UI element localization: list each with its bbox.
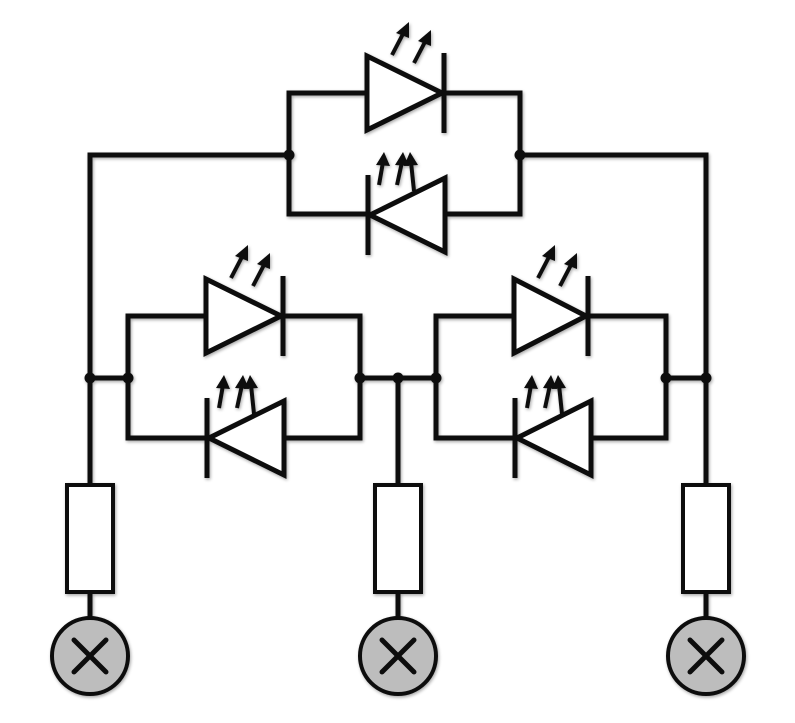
junction-right-pair-out <box>660 372 672 384</box>
terminal-left <box>50 616 130 696</box>
resistor-right <box>681 483 731 594</box>
junction-right-bus <box>700 372 712 384</box>
junction-center <box>392 372 404 384</box>
emission-arrows-icon <box>524 375 566 415</box>
led-top-forward <box>364 22 448 135</box>
wire-left-pair-frame-right <box>279 313 363 441</box>
emission-arrows-icon <box>229 245 270 287</box>
emission-arrows-icon <box>390 22 431 64</box>
x-icon <box>71 637 109 675</box>
led-top-reverse <box>364 152 448 257</box>
x-icon <box>687 637 725 675</box>
junctions <box>84 149 712 384</box>
resistor-center <box>373 483 423 594</box>
wire-right-pair-frame-right <box>585 313 669 441</box>
led-right-reverse <box>511 375 594 480</box>
terminal-center <box>358 616 438 696</box>
resistor-left <box>65 483 115 594</box>
junction-left-pair-in <box>122 372 134 384</box>
junction-top-left <box>283 149 295 161</box>
wire-top-pair-upper <box>286 90 370 158</box>
junction-top-right <box>514 149 526 161</box>
emission-arrows-icon <box>216 375 258 415</box>
junction-left-pair-out <box>354 372 366 384</box>
junction-right-pair-in <box>430 372 442 384</box>
terminal-right <box>666 616 746 696</box>
wire-left-pair-frame-left <box>125 313 210 441</box>
x-icon <box>379 637 417 675</box>
junction-left-bus <box>84 372 96 384</box>
emission-arrows-icon <box>376 152 418 192</box>
wire-right-pair-frame-left <box>433 313 518 441</box>
led-left-reverse <box>203 375 287 480</box>
wire-top-pair-lower <box>286 152 371 217</box>
led-right-forward <box>511 245 592 358</box>
led-left-forward <box>203 245 287 358</box>
emission-arrows-icon <box>536 245 577 287</box>
